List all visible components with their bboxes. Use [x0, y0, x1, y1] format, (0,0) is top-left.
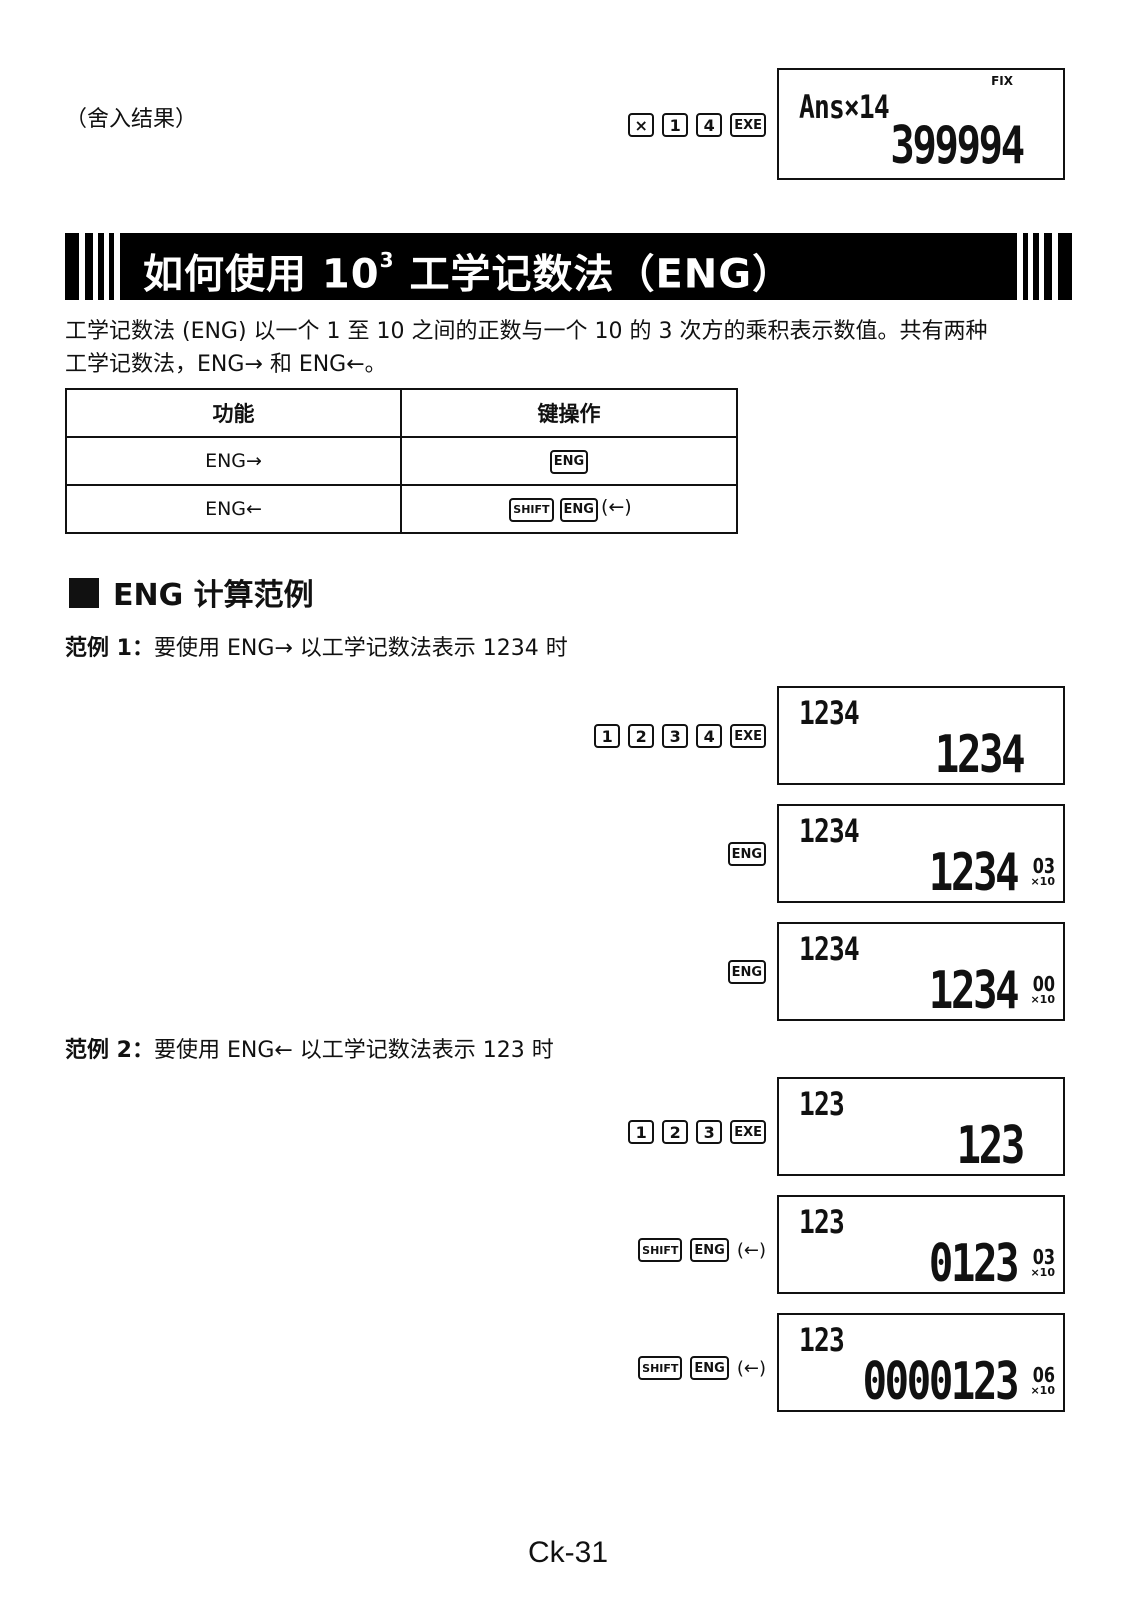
key-3[interactable]: 3 [662, 724, 689, 748]
display-expression: 123 [799, 1085, 845, 1123]
section-heading: ENG 计算范例 [69, 570, 314, 614]
arrow-label: (←) [736, 1239, 766, 1261]
rounding-note: （舍入结果） [65, 107, 198, 132]
exe-key[interactable]: EXE [730, 724, 766, 748]
table-cell-function: ENG→ [65, 436, 402, 486]
table-cell-keys: ENG [400, 436, 738, 486]
key-4[interactable]: 4 [696, 113, 723, 137]
display-result: 123 [956, 1116, 1026, 1176]
eng-key[interactable]: ENG [559, 497, 598, 522]
example-1-step-3-keys: ENG [727, 960, 766, 984]
calculator-display: 1234 1234 00×10 [777, 922, 1065, 1021]
exe-key[interactable]: EXE [730, 113, 766, 137]
key-1[interactable]: 1 [628, 1120, 655, 1144]
calculator-display: 123 123 [777, 1077, 1065, 1176]
display-exponent: 03×10 [1030, 854, 1055, 888]
example-2-step-3-keys: SHIFT ENG (←) [638, 1356, 766, 1380]
example-1-step-2-keys: ENG [727, 842, 766, 866]
key-2[interactable]: 2 [628, 724, 655, 748]
display-expression: 1234 [799, 812, 860, 850]
example-1-caption: 范例 1：要使用 ENG→ 以工学记数法表示 1234 时 [65, 636, 568, 661]
display-result: 0123 [928, 1234, 1020, 1294]
section-banner: 如何使用 103 工学记数法（ENG） [65, 233, 1072, 300]
intro-line-2: 工学记数法，ENG→ 和 ENG←。 [65, 352, 387, 377]
calculator-display: 123 0000123 06×10 [777, 1313, 1065, 1412]
display-exponent: 03×10 [1030, 1245, 1055, 1279]
key-3[interactable]: 3 [696, 1120, 723, 1144]
arrow-label: (←) [736, 1357, 766, 1379]
square-bullet-icon [69, 578, 99, 608]
shift-key[interactable]: SHIFT [638, 1238, 683, 1262]
display-exponent: 00×10 [1030, 972, 1055, 1006]
multiply-key[interactable]: × [628, 113, 655, 137]
key-2[interactable]: 2 [662, 1120, 689, 1144]
page-title: 如何使用 103 工学记数法（ENG） [143, 248, 794, 298]
display-expression: 123 [799, 1203, 845, 1241]
calculator-display: 1234 1234 [777, 686, 1065, 785]
page-number: Ck-31 [527, 1536, 609, 1569]
key-1[interactable]: 1 [594, 724, 621, 748]
example-1-step-1-keys: 1 2 3 4 EXE [594, 724, 766, 748]
display-result: 1234 [928, 843, 1020, 903]
key-1[interactable]: 1 [662, 113, 689, 137]
fix-indicator: FIX [991, 74, 1013, 88]
calculator-display: FIX Ans×14 399994 [777, 68, 1065, 180]
display-result: 1234 [934, 725, 1026, 785]
display-exponent: 06×10 [1030, 1363, 1055, 1397]
key-sequence: × 1 4 EXE [628, 113, 766, 137]
example-2-step-2-keys: SHIFT ENG (←) [638, 1238, 766, 1262]
eng-key[interactable]: ENG [690, 1356, 729, 1380]
display-expression: 1234 [799, 694, 860, 732]
calculator-display: 123 0123 03×10 [777, 1195, 1065, 1294]
table-header-function: 功能 [65, 388, 402, 438]
display-expression: 123 [799, 1321, 845, 1359]
display-result: 1234 [928, 961, 1020, 1021]
display-expression: 1234 [799, 930, 860, 968]
calculator-display: 1234 1234 03×10 [777, 804, 1065, 903]
arrow-label: (←) [600, 496, 632, 519]
table-cell-function: ENG← [65, 484, 402, 534]
eng-key[interactable]: ENG [690, 1238, 729, 1262]
table-header-keys: 键操作 [400, 388, 738, 438]
table-row: ENG→ ENG [65, 436, 738, 486]
key-4[interactable]: 4 [696, 724, 723, 748]
eng-key[interactable]: ENG [549, 449, 589, 474]
display-result: 0000123 [862, 1352, 1019, 1412]
example-2-step-1-keys: 1 2 3 EXE [628, 1120, 766, 1144]
eng-key[interactable]: ENG [727, 842, 766, 866]
display-expression: Ans×14 [799, 88, 890, 126]
shift-key[interactable]: SHIFT [509, 497, 554, 522]
shift-key[interactable]: SHIFT [638, 1356, 683, 1380]
example-2-caption: 范例 2：要使用 ENG← 以工学记数法表示 123 时 [65, 1038, 554, 1063]
display-result: 399994 [890, 116, 1026, 176]
intro-line-1: 工学记数法 (ENG) 以一个 1 至 10 之间的正数与一个 10 的 3 次… [65, 319, 988, 344]
banner-stripes-left [65, 233, 129, 300]
eng-key[interactable]: ENG [727, 960, 766, 984]
banner-stripes-right [1008, 233, 1072, 300]
exe-key[interactable]: EXE [730, 1120, 766, 1144]
